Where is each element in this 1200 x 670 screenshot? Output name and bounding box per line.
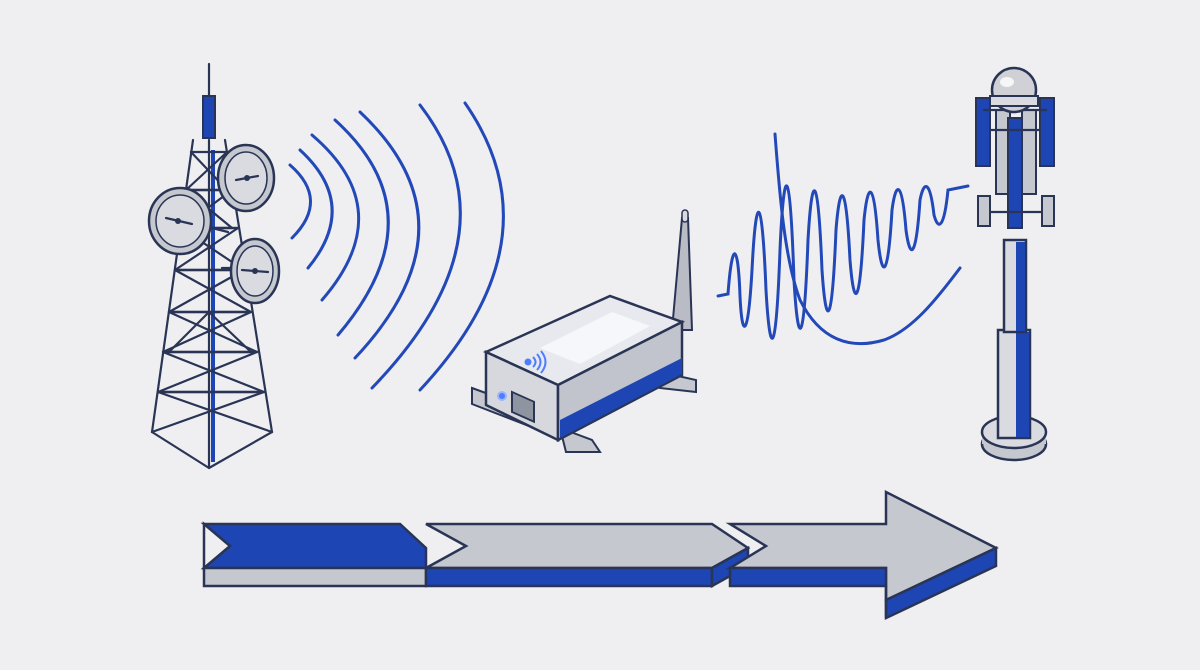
dish-antenna-icon	[220, 237, 281, 305]
status-led-icon	[497, 391, 507, 401]
monopole-cell-tower-icon	[975, 66, 1055, 462]
dish-antenna-icon	[147, 186, 230, 256]
arrow-head-segment	[725, 489, 999, 620]
chevron-segment-2	[424, 522, 751, 589]
wireless-router-modem-icon	[471, 209, 697, 453]
oscillating-signal-icon	[716, 132, 970, 346]
radio-wave-arcs-icon	[288, 101, 505, 392]
dish-antenna-icon	[216, 143, 276, 213]
left-to-right-flow-arrow-icon	[200, 489, 999, 620]
chevron-segment-1	[200, 521, 428, 588]
wifi-indicator-icon	[524, 350, 547, 374]
lattice-tower-with-dish-antennas-icon	[147, 62, 281, 470]
